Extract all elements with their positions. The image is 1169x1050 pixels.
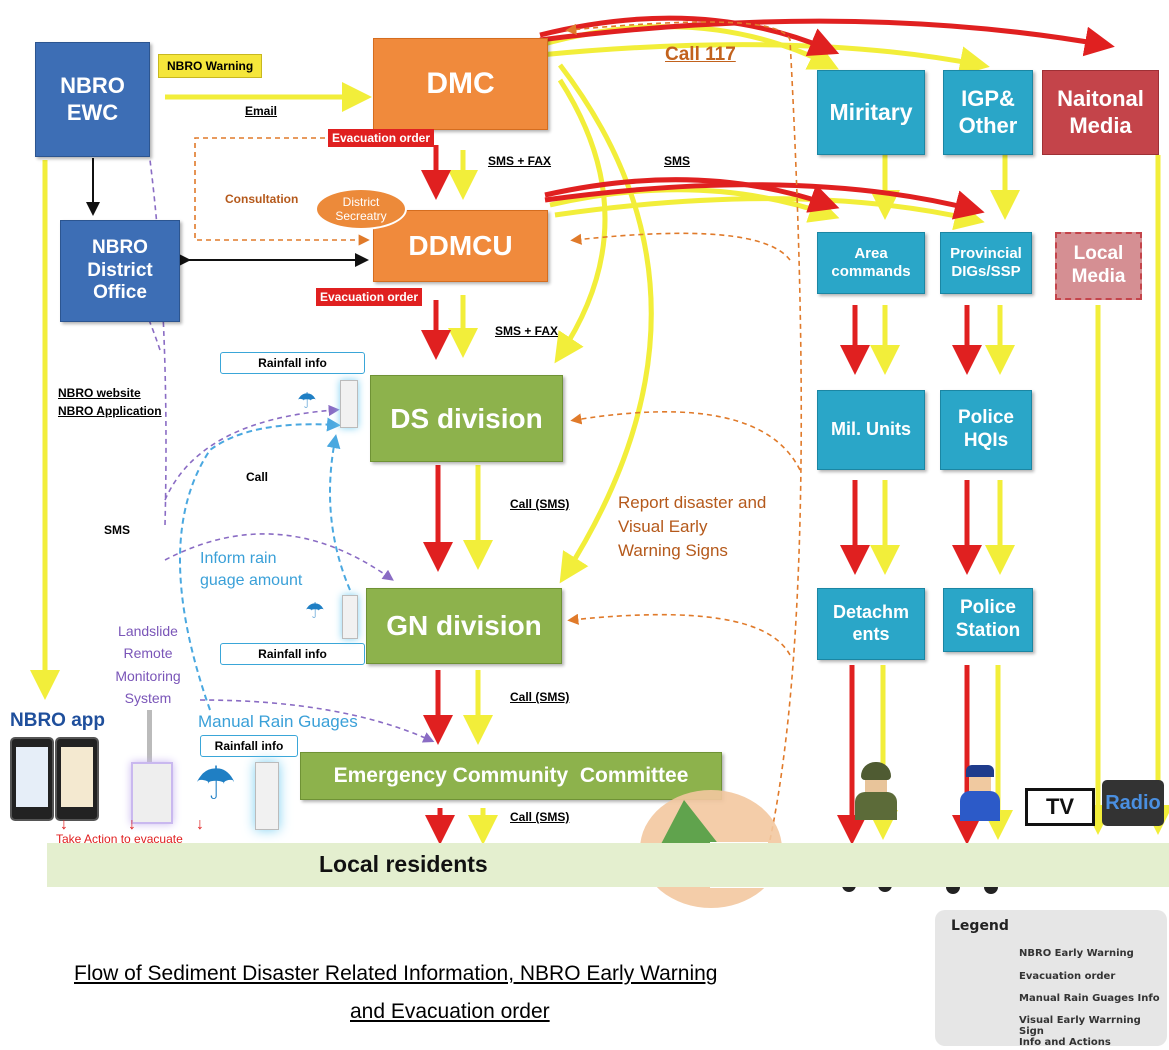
police-icon [960,765,1000,823]
landslide-monitoring-label: Landslide Remote Monitoring System [115,623,181,707]
manual-rain-label: Manual Rain Guages [198,712,358,731]
rain-gauge-icon [255,762,279,830]
rain-gauge-icon [342,595,358,639]
sms-left-label: SMS [104,523,131,537]
take-action-label: Take Action to evacuate [56,832,183,846]
district-secretary-node: District Secreatry [315,188,407,230]
call-sms-label-3: Call (SMS) [510,810,570,824]
visual-warning-arrows [194,21,803,841]
tv-icon: TV [1025,788,1095,826]
military-node: Miritary [817,70,925,155]
caption-line-2: and Evacuation order [350,1000,550,1023]
mil-units-node: Mil. Units [817,390,925,470]
phone-app-icon [10,737,54,821]
sms-top-label: SMS [664,154,691,168]
antenna-icon [125,710,177,830]
provincial-digs-node: Provincial DIGs/SSP [940,232,1032,294]
area-commands-node: Area commands [817,232,925,294]
legend-item-manual-rain-guages: Manual Rain Guages Info [1019,993,1160,1004]
rain-gauge-icon [340,380,358,428]
nbro-warning-label: NBRO Warning [158,54,263,78]
consultation-label: Consultation [225,192,299,206]
rainfall-info-tag-2: Rainfall info [220,643,365,665]
gn-division-node: GN division [366,588,562,664]
local-media-node: Local Media [1055,232,1142,300]
evacuation-order-label-1: Evacuation order [328,129,435,147]
nbro-internal-arrows [86,158,369,267]
umbrella-icon: ☂ [305,598,325,623]
rainfall-info-tag-3: Rainfall info [200,735,298,757]
ddmcu-node: DDMCU [373,210,548,282]
nbro-application-label: NBRO Application [58,404,162,418]
legend-item-evacuation-order: Evacuation order [1019,971,1116,982]
national-media-node: Naitonal Media [1042,70,1159,155]
radio-icon: Radio [1102,780,1164,826]
police-hqis-node: Police HQIs [940,390,1032,470]
rainfall-info-tag-1: Rainfall info [220,352,365,374]
nbro-warning-arrows [30,24,1169,845]
report-disaster-label: Report disaster and Visual Early Warning… [618,493,767,560]
igp-other-node: IGP& Other [943,70,1033,155]
email-label: Email [245,104,278,118]
nbro-district-office-node: NBRO District Office [60,220,180,322]
legend-item-nbro-early-warning: NBRO Early Warning [1019,948,1134,959]
umbrella-icon: ☂ [297,388,317,413]
legend: Legend NBRO Early Warning Evacuation ord… [935,910,1167,1048]
local-residents-bar: Local residents [47,843,1169,887]
nbro-app-label: NBRO app [10,710,105,731]
rain-gauge-arrows [179,417,351,711]
call-sms-label-1: Call (SMS) [510,497,570,511]
phone-app-icon [55,737,99,821]
umbrella-icon: ☂ [195,757,237,809]
call-sms-label-2: Call (SMS) [510,690,570,704]
evacuation-order-label-2: Evacuation order [316,288,423,306]
nbro-website-label: NBRO website [58,386,141,400]
sms-fax-label-2: SMS + FAX [495,324,559,338]
caption-line-1: Flow of Sediment Disaster Related Inform… [74,962,718,985]
detachments-node: Detachm ents [817,588,925,660]
take-action-arrows: ↓↓↓ [60,816,264,833]
dmc-node: DMC [373,38,548,130]
sms-fax-label-1: SMS + FAX [488,154,552,168]
ds-division-node: DS division [370,375,563,462]
soldier-icon [855,762,897,822]
legend-title: Legend [951,918,1009,934]
inform-rain-label: Inform rain guage amount [200,550,303,590]
legend-item-visual-early-warning: Visual Early Warrning Sign Info and Acti… [1019,1015,1141,1048]
emergency-committee-node: Emergency Community Committee [300,752,722,800]
call-117-label: Call 117 [665,44,736,65]
call-label: Call [246,470,269,484]
nbro-ewc-node: NBRO EWC [35,42,150,157]
police-station-node: Police Station [943,588,1033,652]
